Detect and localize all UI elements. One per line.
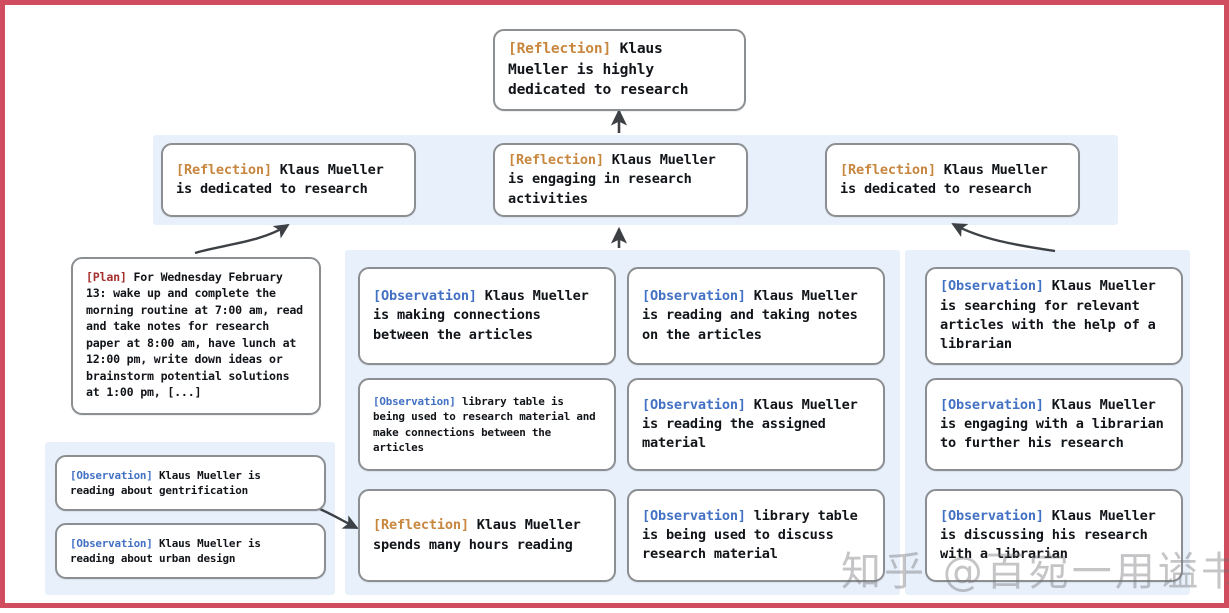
node-text: Klaus Mueller is searching for relevant …: [940, 278, 1156, 353]
node-text: Klaus Mueller spends many hours reading: [373, 517, 581, 553]
node-tag: [Observation]: [642, 288, 746, 305]
node-tag: [Observation]: [373, 288, 477, 305]
node-tag: [Observation]: [642, 396, 746, 413]
node-tag: [Reflection]: [176, 161, 272, 178]
node-text: Klaus Mueller is reading and taking note…: [642, 288, 858, 343]
node-tag: [Observation]: [940, 278, 1044, 295]
node-col2-observation-assigned-material[interactable]: [Observation] Klaus Mueller is reading t…: [627, 378, 885, 471]
node-text: Klaus Mueller is dedicated to research: [840, 161, 1048, 197]
node-col1-reflection-hours-reading[interactable]: [Reflection] Klaus Mueller spends many h…: [358, 489, 616, 582]
node-col2-observation-discuss-material[interactable]: [Observation] library table is being use…: [627, 489, 885, 582]
node-tag: [Observation]: [70, 468, 153, 482]
node-text: For Wednesday February 13: wake up and c…: [86, 270, 303, 400]
node-text: Klaus Mueller is dedicated to research: [176, 161, 384, 197]
node-col3-observation-discussing-research[interactable]: [Observation] Klaus Mueller is discussin…: [925, 489, 1183, 582]
node-tag: [Plan]: [86, 270, 127, 284]
reflection-tree-diagram: [Reflection] Klaus Mueller is highly ded…: [5, 5, 1229, 613]
node-col1-observation-library-table[interactable]: [Observation] library table is being use…: [358, 378, 616, 471]
node-col3-observation-engaging-librarian[interactable]: [Observation] Klaus Mueller is engaging …: [925, 378, 1183, 471]
node-plan[interactable]: [Plan] For Wednesday February 13: wake u…: [71, 257, 321, 415]
node-tag: [Reflection]: [508, 152, 604, 169]
node-text: Klaus Mueller is engaging in research ac…: [508, 152, 716, 207]
node-tag: [Observation]: [642, 507, 746, 524]
node-reflection-right[interactable]: [Reflection] Klaus Mueller is dedicated …: [825, 143, 1080, 217]
watermark-text: 知乎 @百宛一用谥书生: [841, 549, 1229, 595]
node-tag: [Observation]: [70, 536, 153, 550]
node-observation-urban-design[interactable]: [Observation] Klaus Mueller is reading a…: [55, 523, 326, 579]
node-text: Klaus Mueller is reading the assigned ma…: [642, 396, 858, 452]
arrow-plan-to-left-reflection: [194, 223, 290, 255]
node-col3-observation-searching-articles[interactable]: [Observation] Klaus Mueller is searching…: [925, 267, 1183, 365]
node-text: Klaus Mueller is engaging with a librari…: [940, 396, 1164, 452]
arrow-col3-to-right-reflection: [951, 222, 1056, 253]
node-reflection-left[interactable]: [Reflection] Klaus Mueller is dedicated …: [161, 143, 416, 217]
node-observation-gentrification[interactable]: [Observation] Klaus Mueller is reading a…: [55, 455, 326, 511]
node-text: library table is being used to discuss r…: [642, 507, 858, 563]
node-col1-observation-connections[interactable]: [Observation] Klaus Mueller is making co…: [358, 267, 616, 365]
node-text: library table is being used to research …: [373, 394, 596, 454]
node-text: Klaus Mueller is highly dedicated to res…: [508, 39, 689, 99]
node-text: Klaus Mueller is making connections betw…: [373, 288, 589, 343]
node-tag: [Observation]: [373, 394, 456, 408]
node-text: Klaus Mueller is discussing his research…: [940, 507, 1156, 563]
node-reflection-middle[interactable]: [Reflection] Klaus Mueller is engaging i…: [493, 143, 748, 217]
node-col2-observation-taking-notes[interactable]: [Observation] Klaus Mueller is reading a…: [627, 267, 885, 365]
node-tag: [Observation]: [940, 507, 1044, 524]
node-tag: [Reflection]: [840, 161, 936, 178]
node-tag: [Reflection]: [508, 39, 612, 57]
node-tag: [Reflection]: [373, 517, 469, 534]
node-text: Klaus Mueller is reading about gentrific…: [70, 468, 261, 497]
node-top-reflection[interactable]: [Reflection] Klaus Mueller is highly ded…: [493, 29, 746, 111]
node-tag: [Observation]: [940, 396, 1044, 413]
node-text: Klaus Mueller is reading about urban des…: [70, 536, 261, 565]
